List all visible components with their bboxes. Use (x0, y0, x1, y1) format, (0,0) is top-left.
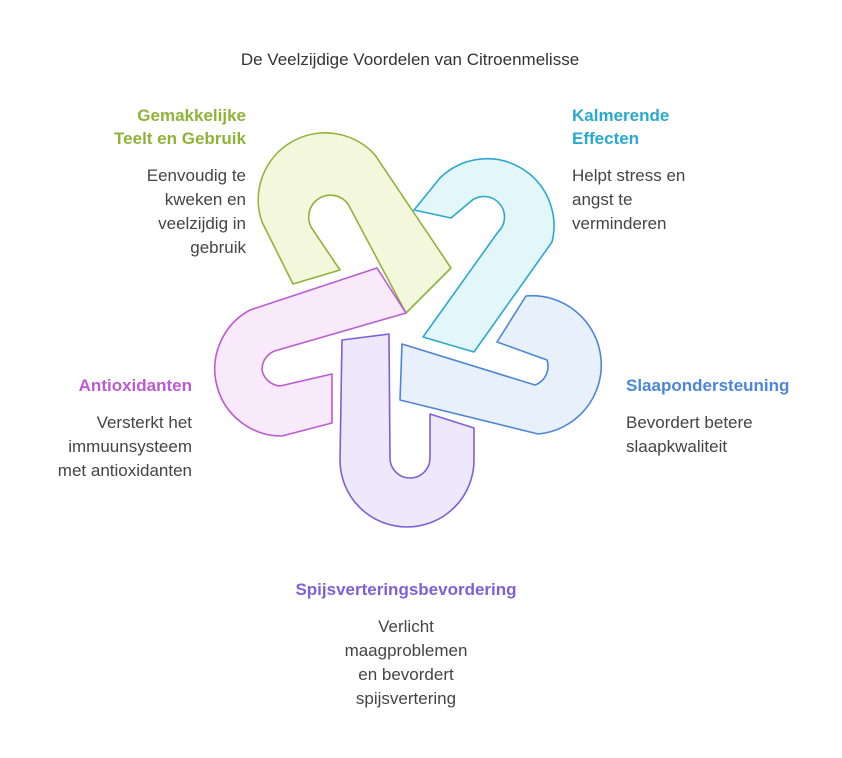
knot-link-digestion (339, 333, 475, 528)
benefit-description: Verlicht maagproblemen en bevordert spij… (344, 617, 468, 708)
knot-link-green (257, 132, 452, 314)
knot-link-sleep (399, 294, 603, 435)
benefit-heading: Antioxidanten (78, 376, 192, 395)
benefit-description: Helpt stress en angst te verminderen (572, 166, 686, 233)
benefit-heading: Spijsverteringsbevordering (295, 580, 517, 599)
benefit-heading: Gemakkelijke Teelt en Gebruik (114, 106, 246, 148)
benefit-antioxidants: Antioxidanten Versterkt het immuunsystee… (10, 374, 192, 483)
benefit-description: Bevordert betere slaapkwaliteit (626, 413, 753, 456)
benefit-heading: Kalmerende Effecten (572, 106, 670, 148)
benefit-description: Versterkt het immuunsysteem met antioxid… (57, 413, 192, 480)
diagram-title: De Veelzijdige Voordelen van Citroenmeli… (240, 50, 580, 69)
benefit-calming-effects: Kalmerende Effecten Helpt stress en angs… (572, 104, 792, 236)
benefit-digestion: Spijsverteringsbevordering Verlicht maag… (256, 578, 556, 711)
benefit-easy-cultivation: Gemakkelijke Teelt en Gebruik Eenvoudig … (40, 104, 246, 260)
knot-link-blue (413, 157, 555, 353)
benefit-heading: Slaapondersteuning (626, 376, 790, 395)
knot-link-antioxidants (213, 267, 407, 437)
benefit-sleep-support: Slaapondersteuning Bevordert betere slaa… (626, 374, 826, 459)
benefit-description: Eenvoudig te kweken en veelzijdig in geb… (146, 166, 246, 257)
